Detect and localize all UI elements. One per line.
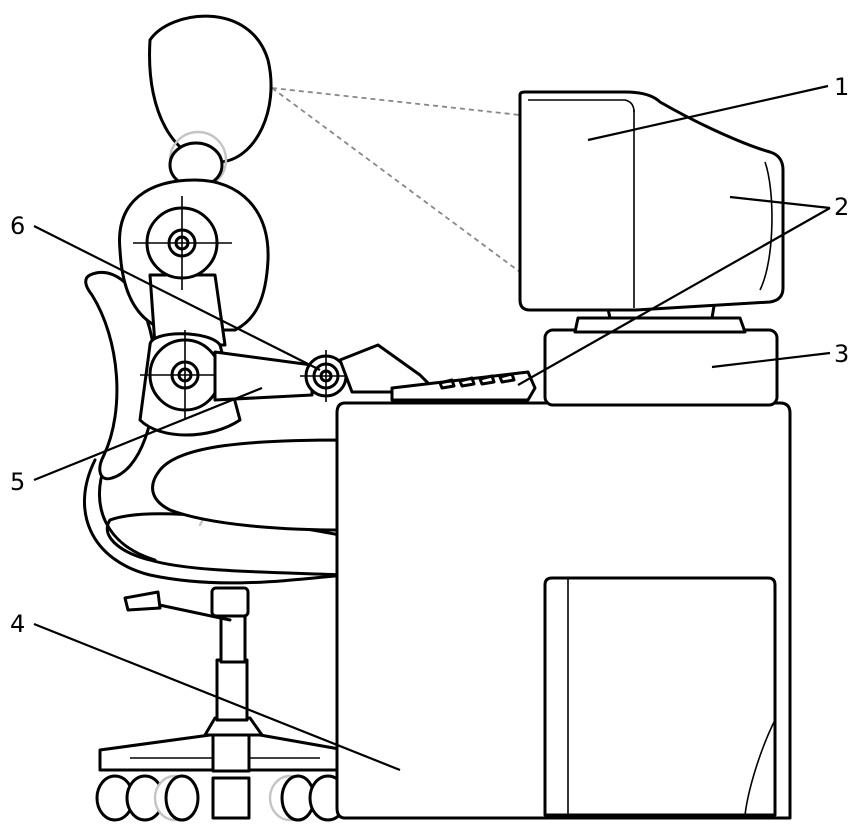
label-6-wrist: 6 [10,212,25,240]
label-3-monitor-stand: 3 [834,340,849,368]
label-1-monitor: 1 [834,73,849,101]
keyboard [390,370,537,402]
monitor-stand [543,316,779,407]
label-2-eye-level: 2 [834,193,849,221]
head [148,14,273,164]
desk-drawer [543,576,777,817]
desk [335,401,792,820]
leader-lines [33,84,831,772]
label-5-arm-angle: 5 [10,468,25,496]
label-4-feet-floor: 4 [10,610,25,638]
monitor [518,90,785,320]
chair-wheels [95,774,348,822]
sight-lines [271,87,521,273]
